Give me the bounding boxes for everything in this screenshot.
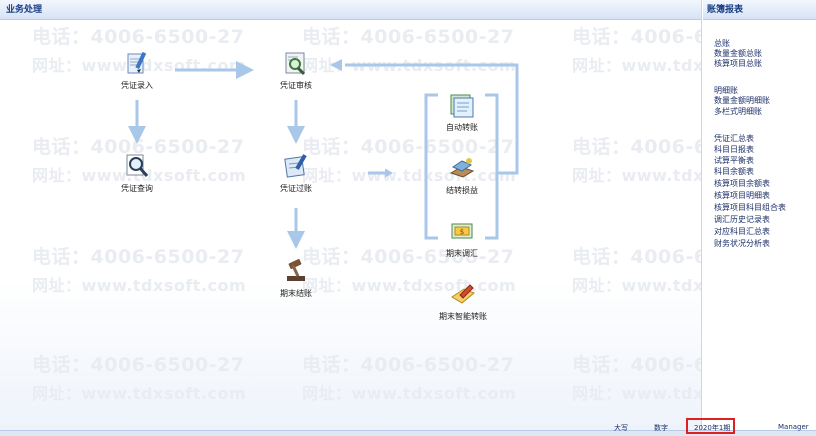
svg-text:$: $ bbox=[460, 228, 464, 236]
auto-transfer-label: 自动转账 bbox=[446, 123, 478, 132]
ledger-panel-title: 账簿报表 bbox=[703, 0, 816, 20]
pl-transfer-label: 结转损益 bbox=[446, 186, 478, 195]
watermark-phone: 电话：4006-6500-27 bbox=[572, 246, 701, 268]
report-link-multicolumn-detail[interactable]: 多栏式明细账 bbox=[714, 107, 762, 116]
report-link-voucher-summary[interactable]: 凭证汇总表 bbox=[714, 134, 754, 143]
num-indicator: 数字 bbox=[654, 424, 668, 432]
report-link-general-ledger[interactable]: 总账 bbox=[714, 39, 730, 48]
report-link-item-detail[interactable]: 核算项目明细表 bbox=[714, 191, 770, 200]
watermark-address: 网址：www.tdxsoft.com bbox=[572, 166, 701, 185]
watermark-address: 网址：www.tdxsoft.com bbox=[32, 384, 247, 403]
watermark-phone: 电话：4006-6500-27 bbox=[572, 354, 701, 376]
voucher-posting-icon bbox=[284, 154, 307, 178]
report-link-item-balance[interactable]: 核算项目余额表 bbox=[714, 179, 770, 188]
voucher-posting-label: 凭证过账 bbox=[280, 184, 312, 193]
report-link-qty-amount-detail[interactable]: 数量金额明细账 bbox=[714, 96, 770, 105]
voucher-audit-node[interactable]: 凭证审核 bbox=[266, 50, 326, 91]
watermark-phone: 电话：4006-6500-27 bbox=[572, 136, 701, 158]
voucher-posting-node[interactable]: 凭证过账 bbox=[266, 153, 326, 194]
status-bar bbox=[0, 430, 816, 436]
period-highlight-box bbox=[686, 418, 735, 434]
voucher-entry-node[interactable]: 凭证录入 bbox=[107, 50, 167, 91]
pl-transfer-icon bbox=[449, 158, 475, 178]
business-panel-title: 业务处理 bbox=[0, 0, 701, 20]
voucher-entry-icon bbox=[127, 51, 147, 74]
watermark-phone: 电话：4006-6500-27 bbox=[32, 354, 245, 376]
watermark-phone: 电话：4006-6500-27 bbox=[32, 26, 245, 48]
watermark-phone: 电话：4006-6500-27 bbox=[32, 246, 245, 268]
period-close-label: 期末结账 bbox=[280, 289, 312, 298]
voucher-query-label: 凭证查询 bbox=[121, 184, 153, 193]
voucher-query-node[interactable]: 凭证查询 bbox=[107, 153, 167, 194]
period-adjust-node[interactable]: $ 期末调汇 bbox=[432, 218, 492, 259]
report-link-item-ledger[interactable]: 核算项目总账 bbox=[714, 59, 762, 68]
report-link-account-daily[interactable]: 科目日报表 bbox=[714, 145, 754, 154]
period-close-node[interactable]: 期末结账 bbox=[266, 258, 326, 299]
report-link-detail-ledger[interactable]: 明细账 bbox=[714, 86, 738, 95]
voucher-audit-icon bbox=[285, 52, 306, 76]
watermark-address: 网址：www.tdxsoft.com bbox=[572, 276, 701, 295]
accounting-period: 2020年1期 bbox=[694, 424, 731, 432]
smart-transfer-node[interactable]: 期末智能转账 bbox=[428, 281, 498, 322]
report-link-counter-account-summary[interactable]: 对应科目汇总表 bbox=[714, 227, 770, 236]
watermark-phone: 电话：4006-6500-27 bbox=[302, 354, 515, 376]
report-link-trial-balance[interactable]: 试算平衡表 bbox=[714, 156, 754, 165]
report-link-fx-history[interactable]: 调汇历史记录表 bbox=[714, 215, 770, 224]
ledger-report-panel: 账簿报表 总账 数量金额总账 核算项目总账 明细账 数量金额明细账 多栏式明细账… bbox=[703, 0, 816, 430]
watermark-address: 网址：www.tdxsoft.com bbox=[572, 384, 701, 403]
auto-transfer-icon bbox=[450, 94, 474, 118]
report-link-qty-amount-ledger[interactable]: 数量金额总账 bbox=[714, 49, 762, 58]
report-link-account-balance[interactable]: 科目余额表 bbox=[714, 167, 754, 176]
watermark-address: 网址：www.tdxsoft.com bbox=[302, 384, 517, 403]
smart-transfer-icon bbox=[451, 284, 475, 304]
business-processing-panel: 业务处理 电话：4006-6500-27 电话：4006-6500-27 电话：… bbox=[0, 0, 702, 430]
pl-transfer-node[interactable]: 结转损益 bbox=[432, 155, 492, 196]
currency-exchange-icon: $ bbox=[451, 223, 473, 239]
caps-indicator: 大写 bbox=[614, 424, 628, 432]
voucher-entry-label: 凭证录入 bbox=[121, 81, 153, 90]
voucher-audit-label: 凭证审核 bbox=[280, 81, 312, 90]
watermark-phone: 电话：4006-6500-27 bbox=[572, 26, 701, 48]
smart-transfer-label: 期末智能转账 bbox=[439, 312, 487, 321]
watermark-phone: 电话：4006-6500-27 bbox=[302, 26, 515, 48]
watermark-address: 网址：www.tdxsoft.com bbox=[302, 56, 517, 75]
gavel-icon bbox=[287, 259, 305, 281]
watermark-address: 网址：www.tdxsoft.com bbox=[572, 56, 701, 75]
auto-transfer-node[interactable]: 自动转账 bbox=[432, 92, 492, 133]
flow-connectors bbox=[128, 59, 519, 249]
watermark-address: 网址：www.tdxsoft.com bbox=[32, 276, 247, 295]
report-link-item-account-combo[interactable]: 核算项目科目组合表 bbox=[714, 203, 786, 212]
period-adjust-label: 期末调汇 bbox=[446, 249, 478, 258]
voucher-query-icon bbox=[126, 154, 149, 177]
report-link-financial-analysis[interactable]: 财务状况分析表 bbox=[714, 239, 770, 248]
current-user: Manager bbox=[778, 423, 809, 431]
